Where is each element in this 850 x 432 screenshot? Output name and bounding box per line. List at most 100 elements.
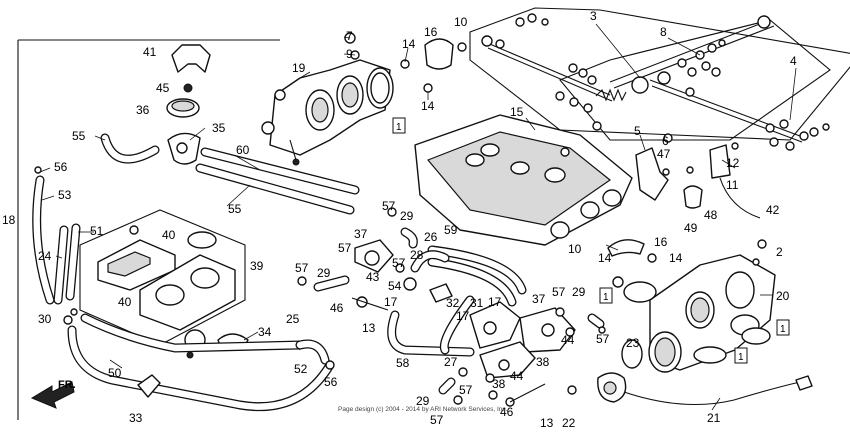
chamber-assembly-39 [79, 209, 249, 359]
callout-14: 14 [421, 99, 435, 113]
callout-numbers: 7 9 10 14 16 14 3 8 4 19 41 45 36 35 55 … [2, 9, 797, 430]
callout-29: 29 [317, 266, 331, 280]
callout-13: 13 [540, 416, 554, 430]
callout-40: 40 [118, 295, 132, 309]
callout-17: 17 [384, 295, 398, 309]
callout-14: 14 [402, 37, 416, 51]
sensor-bracket-group [635, 133, 761, 219]
callout-26: 26 [424, 230, 438, 244]
callout-22: 22 [562, 416, 576, 430]
callout-35: 35 [212, 121, 226, 135]
callout-47: 47 [657, 147, 671, 161]
callout-55: 55 [72, 129, 86, 143]
callout-14: 14 [669, 251, 683, 265]
callout-49: 49 [684, 221, 698, 235]
callout-21: 21 [707, 411, 721, 425]
front-direction-label: FR. [58, 379, 76, 391]
link-rod-assembly [469, 7, 850, 151]
throttle-body-top [261, 32, 467, 166]
callout-10: 10 [454, 15, 468, 29]
callout-38: 38 [536, 355, 550, 369]
callout-27: 27 [444, 355, 458, 369]
callout-56: 56 [324, 375, 338, 389]
callout-42: 42 [766, 203, 780, 217]
callout-16: 16 [654, 235, 668, 249]
callout-46: 46 [500, 405, 514, 419]
callout-9: 9 [346, 47, 353, 61]
callout-57: 57 [459, 383, 473, 397]
callout-29: 29 [416, 394, 430, 408]
box-1-c [776, 319, 790, 336]
callout-24: 24 [38, 249, 52, 263]
hoses-50-25-52 [67, 313, 335, 412]
callout-29: 29 [400, 209, 414, 223]
callout-57: 57 [552, 285, 566, 299]
callout-50: 50 [108, 366, 122, 380]
callout-16: 16 [424, 25, 438, 39]
callout-12: 12 [726, 156, 740, 170]
callout-17: 17 [488, 295, 502, 309]
callout-31: 31 [470, 296, 484, 310]
callout-8: 8 [660, 25, 667, 39]
box-1-b [599, 287, 613, 304]
callout-29: 29 [572, 285, 586, 299]
callout-37: 37 [354, 227, 368, 241]
callout-2: 2 [776, 245, 783, 259]
callout-56: 56 [54, 160, 68, 174]
callout-19: 19 [292, 61, 306, 75]
callout-48: 48 [704, 208, 718, 222]
front-arrow-icon [30, 381, 75, 409]
air-chamber-15 [414, 114, 633, 246]
hoses-55-60 [100, 133, 360, 215]
callout-23: 23 [626, 336, 640, 350]
callout-36: 36 [136, 103, 150, 117]
callout-57: 57 [382, 199, 396, 213]
callout-33: 33 [129, 411, 143, 425]
copyright-notice: Page design (c) 2004 - 2014 by ARI Netwo… [338, 406, 508, 413]
callout-59: 59 [444, 223, 458, 237]
callout-40: 40 [162, 228, 176, 242]
callout-57: 57 [596, 332, 610, 346]
callout-41: 41 [143, 45, 157, 59]
air-vent-parts [166, 44, 211, 165]
callout-52: 52 [294, 362, 308, 376]
callout-30: 30 [38, 312, 52, 326]
box-1-a [392, 117, 406, 134]
callout-60: 60 [236, 143, 250, 157]
callout-18: 18 [2, 213, 16, 227]
callout-37: 37 [532, 292, 546, 306]
boxed-label-1: 1 [603, 292, 609, 303]
callout-57: 57 [295, 261, 309, 275]
callout-38: 38 [492, 377, 506, 391]
callout-13: 13 [362, 321, 376, 335]
box-1-d [734, 347, 748, 364]
callout-34: 34 [258, 325, 272, 339]
callout-3: 3 [590, 9, 597, 23]
boxed-label-1: 1 [738, 352, 744, 363]
callout-57: 57 [338, 241, 352, 255]
callout-28: 28 [410, 248, 424, 262]
callout-6: 6 [662, 134, 669, 148]
callout-58: 58 [396, 356, 410, 370]
callout-44: 44 [510, 369, 524, 383]
callout-57: 57 [430, 413, 444, 427]
callout-54: 54 [388, 279, 402, 293]
callout-11: 11 [726, 178, 739, 192]
bracket-18 [17, 39, 280, 420]
callout-17: 17 [456, 309, 470, 323]
callout-5: 5 [634, 124, 641, 138]
callout-39: 39 [250, 259, 264, 273]
callout-25: 25 [286, 312, 300, 326]
callout-4: 4 [790, 54, 797, 68]
callout-51: 51 [90, 224, 104, 238]
middle-valve-group [297, 207, 606, 407]
callout-20: 20 [776, 289, 790, 303]
callout-46: 46 [330, 301, 344, 315]
hoses-53-24-51 [32, 166, 81, 325]
throttle-body-20 [567, 239, 813, 406]
callout-15: 15 [510, 105, 524, 119]
callout-55: 55 [228, 202, 242, 216]
boxed-label-1: 1 [396, 122, 402, 133]
callout-45: 45 [156, 81, 170, 95]
